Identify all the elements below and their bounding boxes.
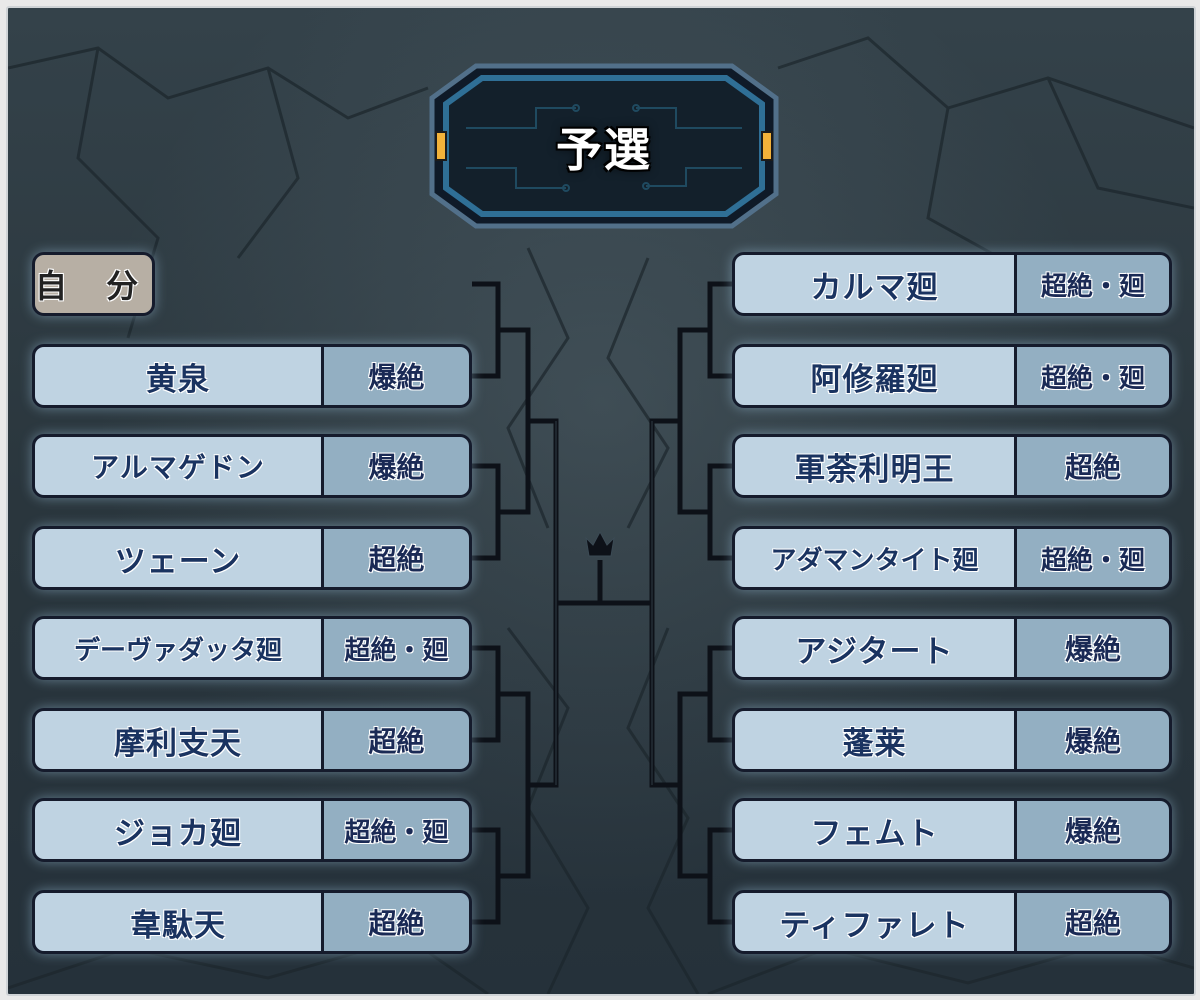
round-title-plate: 予選 — [426, 58, 782, 234]
entry-name: 軍荼利明王 — [735, 437, 1014, 495]
entry-name: 摩利支天 — [35, 711, 321, 769]
entry-difficulty-tag: 超絶・廻 — [1014, 255, 1169, 313]
bracket-entry[interactable]: フェムト 爆絶 — [732, 798, 1172, 862]
bracket-entry[interactable]: 蓬莱 爆絶 — [732, 708, 1172, 772]
entry-name: 自 分 — [35, 255, 153, 313]
bracket-entry[interactable]: 韋駄天 超絶 — [32, 890, 472, 954]
bracket-entry[interactable]: デーヴァダッタ廻 超絶・廻 — [32, 616, 472, 680]
entry-name: フェムト — [735, 801, 1014, 859]
entry-difficulty-tag: 超絶 — [321, 711, 469, 769]
entry-difficulty-tag: 爆絶 — [1014, 619, 1169, 677]
entry-difficulty-tag: 爆絶 — [1014, 801, 1169, 859]
entry-name: カルマ廻 — [735, 255, 1014, 313]
title-plate-frame — [429, 63, 779, 229]
bracket-entry[interactable]: ツェーン 超絶 — [32, 526, 472, 590]
entry-name: 黄泉 — [35, 347, 321, 405]
entry-name: デーヴァダッタ廻 — [35, 619, 321, 677]
entry-name: ジョカ廻 — [35, 801, 321, 859]
bracket-lines — [472, 281, 736, 925]
bracket-entry[interactable]: アジタート 爆絶 — [732, 616, 1172, 680]
bracket-entry[interactable]: カルマ廻 超絶・廻 — [732, 252, 1172, 316]
entry-difficulty-tag: 超絶 — [321, 893, 469, 951]
bracket-entry[interactable]: ジョカ廻 超絶・廻 — [32, 798, 472, 862]
crown-icon — [585, 530, 615, 557]
bracket-entry[interactable]: 軍荼利明王 超絶 — [732, 434, 1172, 498]
entry-name: 韋駄天 — [35, 893, 321, 951]
entry-difficulty-tag: 超絶 — [1014, 893, 1169, 951]
entry-name: ティファレト — [735, 893, 1014, 951]
bracket-entry[interactable]: 摩利支天 超絶 — [32, 708, 472, 772]
bracket-entry[interactable]: 黄泉 爆絶 — [32, 344, 472, 408]
entry-difficulty-tag: 爆絶 — [1014, 711, 1169, 769]
bracket-entry-self[interactable]: 自 分 — [32, 252, 156, 316]
entry-difficulty-tag: 超絶・廻 — [321, 619, 469, 677]
entry-difficulty-tag: 爆絶 — [321, 347, 469, 405]
tournament-bracket: 予選 自 分 黄泉 爆絶 アルマゲドン 爆絶 ツェーン 超絶 デーヴァダッタ廻 … — [6, 6, 1196, 996]
bracket-entry[interactable]: ティファレト 超絶 — [732, 890, 1172, 954]
entry-difficulty-tag: 超絶・廻 — [1014, 529, 1169, 587]
entry-name: 阿修羅廻 — [735, 347, 1014, 405]
bracket-entry[interactable]: アダマンタイト廻 超絶・廻 — [732, 526, 1172, 590]
entry-difficulty-tag: 超絶 — [1014, 437, 1169, 495]
entry-difficulty-tag: 超絶・廻 — [321, 801, 469, 859]
entry-name: 蓬莱 — [735, 711, 1014, 769]
entry-name: アダマンタイト廻 — [735, 529, 1014, 587]
entry-difficulty-tag: 爆絶 — [321, 437, 469, 495]
entry-name: アジタート — [735, 619, 1014, 677]
entry-name: ツェーン — [35, 529, 321, 587]
entry-name: アルマゲドン — [35, 437, 321, 495]
entry-difficulty-tag: 超絶・廻 — [1014, 347, 1169, 405]
round-title: 予選 — [556, 123, 652, 177]
entry-difficulty-tag: 超絶 — [321, 529, 469, 587]
bracket-entry[interactable]: アルマゲドン 爆絶 — [32, 434, 472, 498]
bracket-entry[interactable]: 阿修羅廻 超絶・廻 — [732, 344, 1172, 408]
